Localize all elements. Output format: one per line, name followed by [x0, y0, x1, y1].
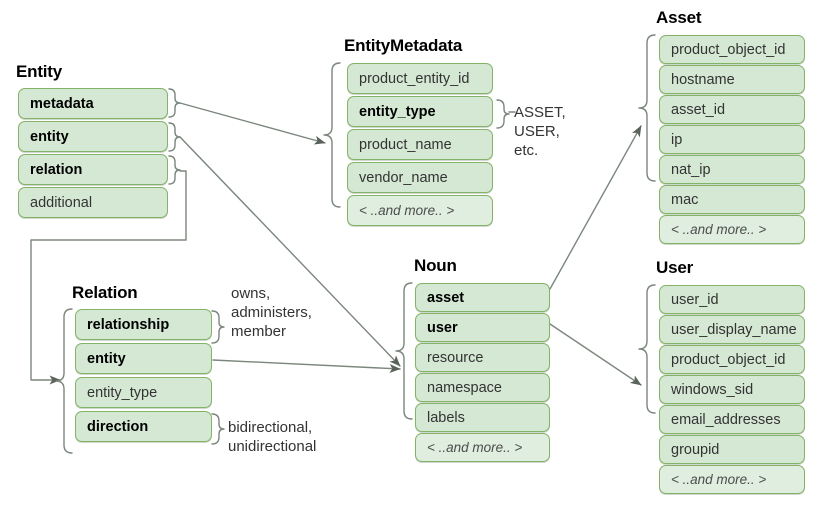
brace-entitymetadata-left [323, 62, 341, 208]
relation-field-entity[interactable]: entity [75, 343, 212, 374]
asset-field-nat-ip[interactable]: nat_ip [659, 155, 805, 184]
user-field-product-object-id[interactable]: product_object_id [659, 345, 805, 374]
entitymetadata-field-more[interactable]: < ..and more.. > [347, 195, 493, 226]
user-field-user-id[interactable]: user_id [659, 285, 805, 314]
user-field-more[interactable]: < ..and more.. > [659, 465, 805, 494]
wire-relationentity-to-noun [212, 359, 401, 373]
brace-entity-metadata [168, 88, 181, 118]
entitymetadata-field-product-name[interactable]: product_name [347, 129, 493, 160]
brace-entity-entity [168, 122, 181, 152]
asset-title: Asset [656, 8, 702, 27]
annotation-relationship-line-1: owns, [231, 285, 271, 302]
brace-user-left [638, 284, 656, 414]
asset-field-product-object-id[interactable]: product_object_id [659, 35, 805, 64]
relation-field-relationship[interactable]: relationship [75, 309, 212, 340]
noun-field-more[interactable]: < ..and more.. > [415, 433, 550, 462]
entity-field-metadata[interactable]: metadata [18, 88, 168, 119]
user-field-windows-sid[interactable]: windows_sid [659, 375, 805, 404]
user-title: User [656, 258, 694, 277]
relation-title: Relation [72, 283, 138, 302]
entity-title: Entity [16, 62, 63, 81]
noun-field-namespace[interactable]: namespace [415, 373, 550, 402]
annotation-entity-type: ASSET, USER, etc. [514, 103, 566, 160]
annotation-relationship: owns, administers, member [231, 284, 312, 341]
entity-field-additional[interactable]: additional [18, 187, 168, 218]
annotation-direction-line-1: bidirectional, [228, 419, 313, 436]
annotation-relationship-line-3: member [231, 323, 287, 340]
noun-field-labels[interactable]: labels [415, 403, 550, 432]
noun-field-user[interactable]: user [415, 313, 550, 342]
asset-field-mac[interactable]: mac [659, 185, 805, 214]
annotation-relationship-line-2: administers, [231, 304, 312, 321]
annotation-direction: bidirectional, unidirectional [228, 418, 316, 456]
entitymetadata-field-product-entity-id[interactable]: product_entity_id [347, 63, 493, 94]
asset-field-asset-id[interactable]: asset_id [659, 95, 805, 124]
wire-user-to-user [549, 323, 642, 386]
annotation-entity-type-line-3: etc. [514, 142, 539, 159]
annotation-entity-type-line-2: USER, [514, 123, 560, 140]
brace-direction [211, 413, 225, 445]
user-field-groupid[interactable]: groupid [659, 435, 805, 464]
wire-metadata-to-entitymetadata [179, 102, 326, 145]
entitymetadata-field-entity-type[interactable]: entity_type [347, 96, 493, 127]
asset-field-more[interactable]: < ..and more.. > [659, 215, 805, 244]
brace-relation-left [55, 308, 73, 454]
relation-field-entity-type[interactable]: entity_type [75, 377, 212, 408]
noun-field-resource[interactable]: resource [415, 343, 550, 372]
asset-field-hostname[interactable]: hostname [659, 65, 805, 94]
noun-field-asset[interactable]: asset [415, 283, 550, 312]
entity-metadata-title: EntityMetadata [344, 36, 463, 55]
brace-entity-relation [168, 155, 181, 185]
brace-entitytype [496, 99, 510, 129]
entitymetadata-field-vendor-name[interactable]: vendor_name [347, 162, 493, 193]
entity-field-entity[interactable]: entity [18, 121, 168, 152]
entity-field-relation[interactable]: relation [18, 154, 168, 185]
brace-relationship [211, 310, 225, 344]
user-field-email-addresses[interactable]: email_addresses [659, 405, 805, 434]
relation-field-direction[interactable]: direction [75, 411, 212, 442]
brace-asset-left [638, 34, 656, 182]
user-field-user-display-name[interactable]: user_display_name [659, 315, 805, 344]
annotation-entity-type-line-1: ASSET, [514, 104, 566, 121]
brace-noun-left [395, 282, 413, 420]
noun-title: Noun [414, 256, 457, 275]
asset-field-ip[interactable]: ip [659, 125, 805, 154]
annotation-direction-line-2: unidirectional [228, 438, 317, 455]
